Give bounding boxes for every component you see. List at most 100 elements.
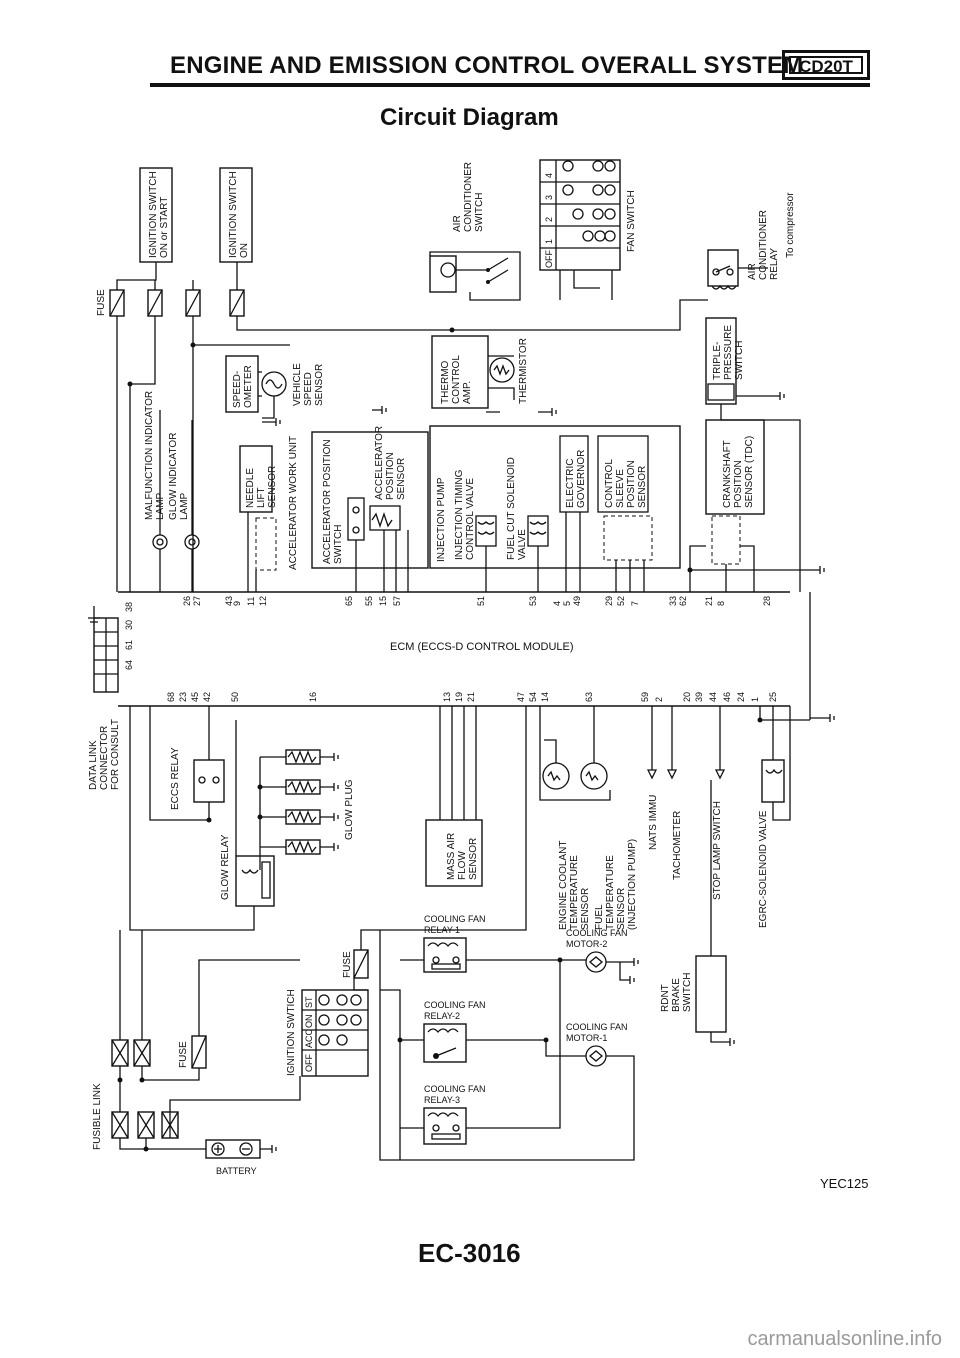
fusible-links: FUSIBLE LINK	[92, 1039, 179, 1150]
aps-sensor-line1: ACCELERATOR	[374, 426, 385, 500]
stop-lamp-switch: STOP LAMP SWITCH	[712, 706, 726, 900]
ecm-pin-bottom-20: 20	[682, 692, 692, 702]
ecm-pin-bottom-39: 39	[694, 692, 704, 702]
crank-line2: POSITION	[733, 460, 744, 508]
ecm-label: ECM (ECCS-D CONTROL MODULE)	[390, 641, 574, 653]
ecm-pin-bottom-47: 47	[516, 692, 526, 702]
page-title: ENGINE AND EMISSION CONTROL OVERALL SYST…	[170, 52, 804, 79]
crank-line1: CRANKSHAFT	[722, 440, 733, 508]
cooling-fan-relay-3: COOLING FAN RELAY-3	[423, 960, 561, 1145]
engine-coolant-temperature-sensor: ENGINE COOLANT TEMPERATURE SENSOR	[542, 762, 591, 930]
speedo-line1: SPEED-	[232, 371, 243, 408]
ecm-pin-top-53: 53	[528, 596, 538, 606]
ecm-pin-top-55: 55	[364, 596, 374, 606]
needle-lift-sensor: NEEDLE LIFT SENSOR	[239, 418, 281, 592]
fan-motor1-line2: MOTOR-1	[566, 1033, 607, 1043]
air-conditioner-relay: AIR CONDITIONER RELAY To compressor	[679, 192, 796, 318]
ignition-switch-on: IGNITION SWITCH ON	[219, 167, 253, 263]
governor-line1: ELECTRIC	[565, 459, 576, 508]
fuel-cut-line1: FUEL CUT SOLENOID	[506, 457, 517, 560]
ac-relay-line2: CONDITIONER	[758, 210, 769, 280]
aps-switch-line2: SWITCH	[333, 525, 344, 564]
injection-pump-label: INJECTION PUMP	[436, 477, 447, 562]
thermo-line2: CONTROL	[451, 355, 462, 404]
ecm-pin-left-30: 30	[124, 620, 134, 630]
ecm-pin-top-5: 5	[562, 601, 572, 606]
ecm-pin-left-61: 61	[124, 640, 134, 650]
fan-switch-table: 4 3 2 1 OFF FAN SWITCH	[539, 159, 637, 300]
needle-line2: LIFT	[256, 487, 267, 508]
fuel-temp-line2: TEMPERATURE	[605, 855, 616, 930]
ign-start-line1: IGNITION SWITCH	[148, 171, 159, 258]
fuse-lower-label: FUSE	[342, 951, 353, 978]
thermo-line3: AMP.	[462, 381, 473, 404]
ecm-pin-bottom-24: 24	[736, 692, 746, 702]
ecm-module: ECM (ECCS-D CONTROL MODULE)	[118, 591, 790, 707]
ecm-pin-bottom-63: 63	[584, 692, 594, 702]
aps-sensor-line3: SENSOR	[396, 458, 407, 500]
junction-dots	[117, 327, 763, 1152]
ecm-pin-top-33: 33	[668, 596, 678, 606]
needle-line3: SENSOR	[267, 466, 278, 508]
eccs-relay: ECCS RELAY	[149, 706, 225, 821]
maf-line3: SENSOR	[468, 838, 479, 880]
ect-line3: SENSOR	[580, 888, 591, 930]
triple-line1: TRIPLE-	[712, 342, 723, 380]
ecm-pin-bottom-13: 13	[442, 692, 452, 702]
ecm-pin-left-38: 38	[124, 602, 134, 612]
ecm-pin-top-11: 11	[246, 597, 256, 606]
fuel-temperature-sensor: FUEL TEMPERATURE SENSOR (INJECTION PUMP)	[539, 706, 638, 930]
ecm-pin-bottom-59: 59	[640, 692, 650, 702]
vss-line3: SENSOR	[314, 364, 325, 406]
crankshaft-position-sensor: CRANKSHAFT POSITION SENSOR (TDC)	[689, 419, 825, 592]
rdnt-line1: RDNT	[660, 984, 671, 1012]
crank-line3: SENSOR (TDC)	[744, 436, 755, 508]
cooling-fan-relay-2: COOLING FAN RELAY-2	[423, 1000, 486, 1063]
ecm-pin-bottom-42: 42	[202, 692, 212, 702]
ecm-pin-bottom-54: 54	[528, 692, 538, 702]
tachometer: TACHOMETER	[666, 706, 683, 880]
ecm-pin-bottom-50: 50	[230, 692, 240, 702]
egrc-solenoid-valve: EGRC-SOLENOID VALVE	[758, 706, 791, 928]
nats-immu: NATS IMMU	[646, 706, 659, 850]
ign-pos-on: ON	[304, 1015, 314, 1029]
ign-pos-off: OFF	[304, 1054, 314, 1072]
ac-switch-line2: CONDITIONER	[463, 162, 474, 232]
ecm-pin-top-57: 57	[392, 596, 402, 606]
ecm-pin-top-15: 15	[378, 596, 388, 606]
ecm-pin-top-51: 51	[476, 596, 486, 606]
fuse-lower: FUSE	[342, 949, 369, 979]
ecm-pin-bottom-14: 14	[540, 692, 550, 702]
fan-relay3-line1: COOLING FAN	[424, 1084, 486, 1094]
fan-pos-4: 4	[544, 173, 554, 178]
fan-switch-label: FAN SWITCH	[626, 190, 637, 252]
glow-relay: GLOW RELAY	[129, 706, 275, 931]
triple-line2: PRESSURE	[723, 325, 734, 380]
ecm-pin-top-7: 7	[630, 601, 640, 606]
ecm-pin-bottom-25: 25	[768, 692, 778, 702]
ecm-pin-top-21: 21	[704, 596, 714, 606]
fuel-temp-line3: SENSOR	[616, 888, 627, 930]
ect-line2: TEMPERATURE	[569, 855, 580, 930]
fuse-row: FUSE	[96, 289, 245, 317]
fan-motor2-line1: COOLING FAN	[566, 928, 628, 938]
fan-pos-off: OFF	[544, 250, 554, 268]
rdnt-line2: BRAKE	[671, 978, 682, 1012]
glow-indicator-lamp: GLOW INDICATOR LAMP	[168, 433, 200, 550]
ac-relay-line1: AIR	[747, 263, 758, 280]
fuel-cut-line2: VALVE	[517, 529, 528, 560]
ignition-switch-table: ST ON ACC OFF IGNITION SWTICH	[286, 989, 369, 1077]
ignition-switch-on-start: IGNITION SWITCH ON or START	[139, 167, 173, 263]
ecm-pin-top-43: 43	[224, 596, 234, 606]
data-link-connector: DATA LINK CONNECTOR FOR CONSULT	[88, 606, 121, 790]
aps-switch-line1: ACCELERATOR POSITION	[322, 439, 333, 564]
ect-line1: ENGINE COOLANT	[558, 841, 569, 930]
ecm-pin-bottom-2: 2	[654, 697, 664, 702]
battery: BATTERY	[205, 1139, 277, 1176]
dlc-line3: FOR CONSULT	[110, 719, 121, 790]
timing-line1: INJECTION TIMING	[454, 469, 465, 560]
ign-start-line2: ON or START	[159, 197, 170, 258]
fuse-left-lower: FUSE	[178, 1035, 207, 1069]
sleeve-line3: POSITION	[626, 460, 637, 508]
